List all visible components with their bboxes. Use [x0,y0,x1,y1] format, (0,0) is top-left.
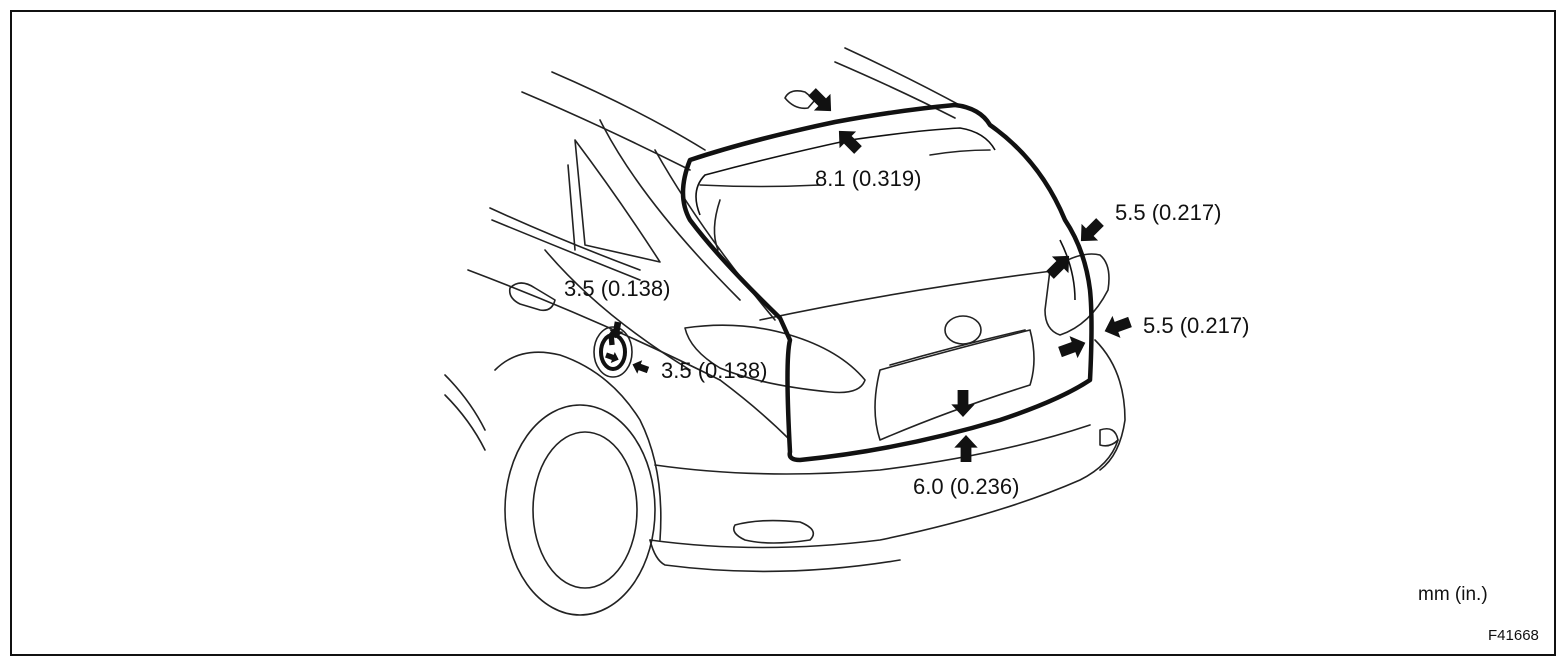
measurement-fuel-lower: 3.5 (0.138) [661,358,768,383]
quarter-window [574,139,661,263]
roof-rail-line [834,61,956,119]
arrow-bottom-upper [951,390,975,417]
tail-lamp-right [1044,253,1110,336]
figure-code: F41668 [1488,627,1539,644]
arrow-top-lower [830,122,867,159]
rear-bumper [649,439,1119,549]
arrow-top-upper [803,83,840,120]
roof-rail-line [551,71,706,151]
arrow-fuel-inner-2 [603,349,621,366]
rear-tire [504,404,656,616]
antenna [784,90,816,110]
tail-lamp-left [684,324,866,394]
arrow-right-upper-b [1041,247,1078,284]
measurement-fuel-upper: 3.5 (0.138) [564,276,671,301]
bumper-reflector [732,519,815,544]
wheel-arch [494,351,662,541]
license-plate-recess [874,329,1035,441]
roof-rail-line [521,91,691,171]
door-handle [508,282,556,312]
measurement-bottom: 6.0 (0.236) [913,474,1020,499]
arrow-fuel-right [630,357,651,377]
side-character-line [467,269,721,381]
measurement-right-upper: 5.5 (0.217) [1115,200,1222,225]
unit-note: mm (in.) [1418,584,1488,605]
emblem [944,315,982,345]
arrow-right-lower-a [1100,311,1135,343]
measurement-right-lower: 5.5 (0.217) [1143,313,1250,338]
measurement-top: 8.1 (0.319) [815,166,922,191]
back-door-seal [680,102,1094,463]
fuel-door [593,326,633,378]
arrow-right-lower-b [1055,331,1090,363]
roof-rail-line [844,47,966,109]
